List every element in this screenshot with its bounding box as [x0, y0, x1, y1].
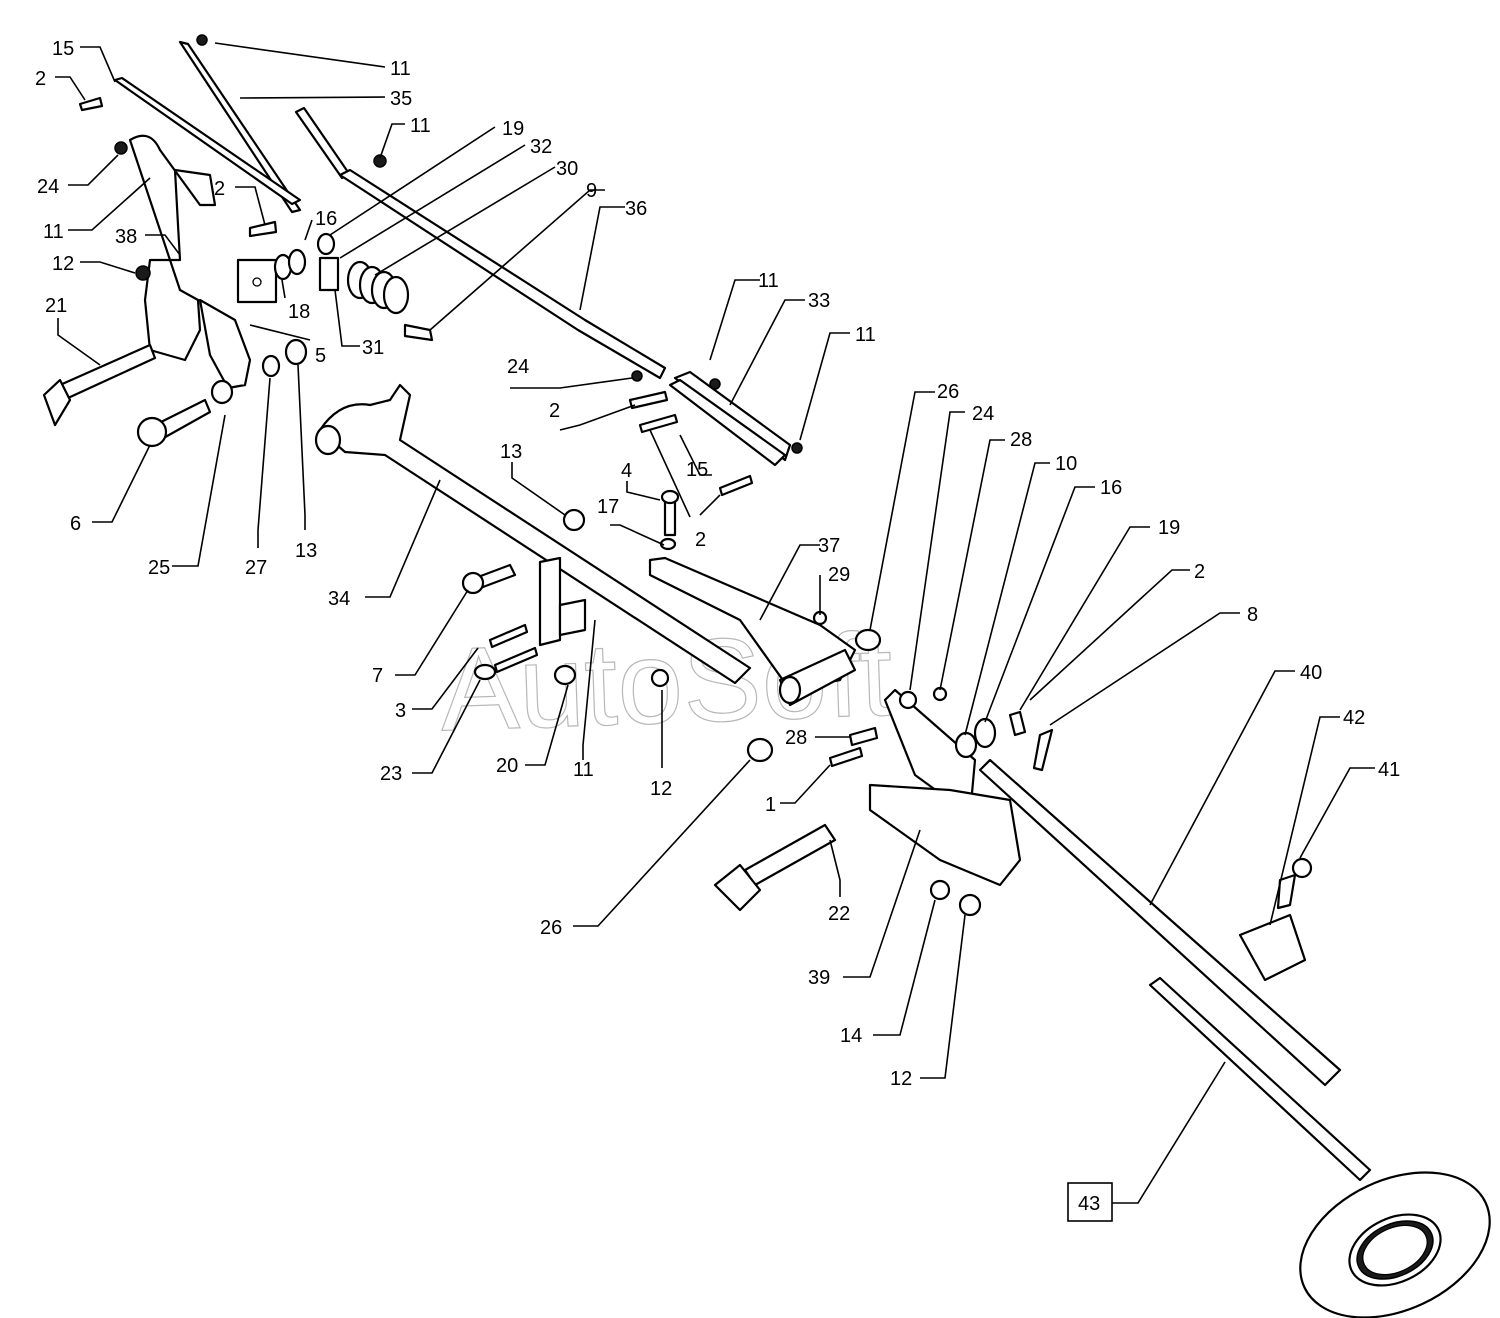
callout-25: 25: [148, 557, 170, 579]
plate-37: [648, 556, 857, 707]
callout-11: 11: [43, 221, 64, 243]
callout-11: 11: [410, 115, 431, 137]
callout-38: 38: [115, 226, 137, 248]
callout-14: 14: [840, 1025, 862, 1047]
callout-17: 17: [597, 496, 619, 518]
small-hardware: [78, 96, 434, 405]
callout-26: 26: [937, 381, 959, 403]
callout-13: 13: [295, 540, 317, 562]
callout-31: 31: [362, 337, 384, 359]
callout-9: 9: [586, 180, 597, 202]
bolt-6: [136, 398, 212, 448]
clamp-42: [1238, 857, 1313, 982]
callout-33: 33: [808, 290, 830, 312]
callout-43: 43: [1078, 1193, 1100, 1215]
callout-19: 19: [1158, 517, 1180, 539]
callout-35: 35: [390, 88, 412, 110]
callout-39: 39: [808, 967, 830, 989]
bar-33: [668, 370, 792, 467]
callout-41: 41: [1378, 759, 1400, 781]
callout-42: 42: [1343, 707, 1365, 729]
bracket-38: [128, 134, 278, 390]
callout-12: 12: [650, 778, 672, 800]
callout-2: 2: [214, 178, 225, 200]
callout-32: 32: [530, 136, 552, 158]
leader-lines: [55, 42, 1375, 1204]
bolt-21: [42, 343, 157, 427]
callout-16: 16: [1100, 477, 1122, 499]
callout-18: 18: [288, 301, 310, 323]
callout-2: 2: [1194, 561, 1205, 583]
callout-12: 12: [890, 1068, 912, 1090]
mount-plate: [461, 556, 587, 686]
callout-labels: 15 2 11 35 11 24 2 11 16 19 32 30 9 36 3…: [35, 38, 1400, 1222]
callout-43-box: [1067, 1182, 1113, 1222]
callout-27: 27: [245, 557, 267, 579]
callout-29: 29: [828, 564, 850, 586]
frame-34: [314, 383, 752, 685]
callout-2: 2: [35, 68, 46, 90]
callout-6: 6: [70, 513, 81, 535]
bar-43: [1148, 976, 1372, 1182]
bar-40: [978, 758, 1342, 1087]
callout-40: 40: [1300, 662, 1322, 684]
bar-35: [113, 34, 302, 214]
callout-2: 2: [695, 529, 706, 551]
callout-8: 8: [1247, 604, 1258, 626]
callout-26: 26: [540, 917, 562, 939]
callout-10: 10: [1055, 453, 1077, 475]
callout-24: 24: [972, 403, 994, 425]
callout-15: 15: [686, 459, 708, 481]
callout-11: 11: [758, 270, 779, 292]
callout-24: 24: [37, 176, 59, 198]
callout-19: 19: [502, 118, 524, 140]
callout-28: 28: [785, 727, 807, 749]
right-bracket-assembly: [746, 628, 1054, 917]
callout-5: 5: [315, 345, 326, 367]
callout-4: 4: [621, 460, 632, 482]
shaft-22: [713, 823, 837, 912]
callout-20: 20: [496, 755, 518, 777]
callout-11: 11: [390, 58, 411, 80]
callout-36: 36: [625, 198, 647, 220]
callout-34: 34: [328, 588, 350, 610]
callout-3: 3: [395, 700, 406, 722]
callout-12: 12: [52, 253, 74, 275]
callout-24: 24: [507, 356, 529, 378]
callout-30: 30: [556, 158, 578, 180]
callout-15: 15: [52, 38, 74, 60]
callout-37: 37: [818, 535, 840, 557]
callout-23: 23: [380, 763, 402, 785]
mid-hardware: [628, 370, 828, 688]
callout-16: 16: [315, 208, 337, 230]
callout-28: 28: [1010, 429, 1032, 451]
callout-13: 13: [500, 441, 522, 463]
callout-7: 7: [372, 665, 383, 687]
callout-2: 2: [549, 400, 560, 422]
callout-11: 11: [855, 324, 876, 346]
spring-30: [346, 260, 410, 315]
callout-22: 22: [828, 903, 850, 925]
callout-11: 11: [573, 759, 594, 781]
disc-wheel: [1299, 1171, 1491, 1318]
callout-1: 1: [765, 794, 776, 816]
bar-36: [294, 106, 667, 380]
callout-21: 21: [45, 295, 67, 317]
